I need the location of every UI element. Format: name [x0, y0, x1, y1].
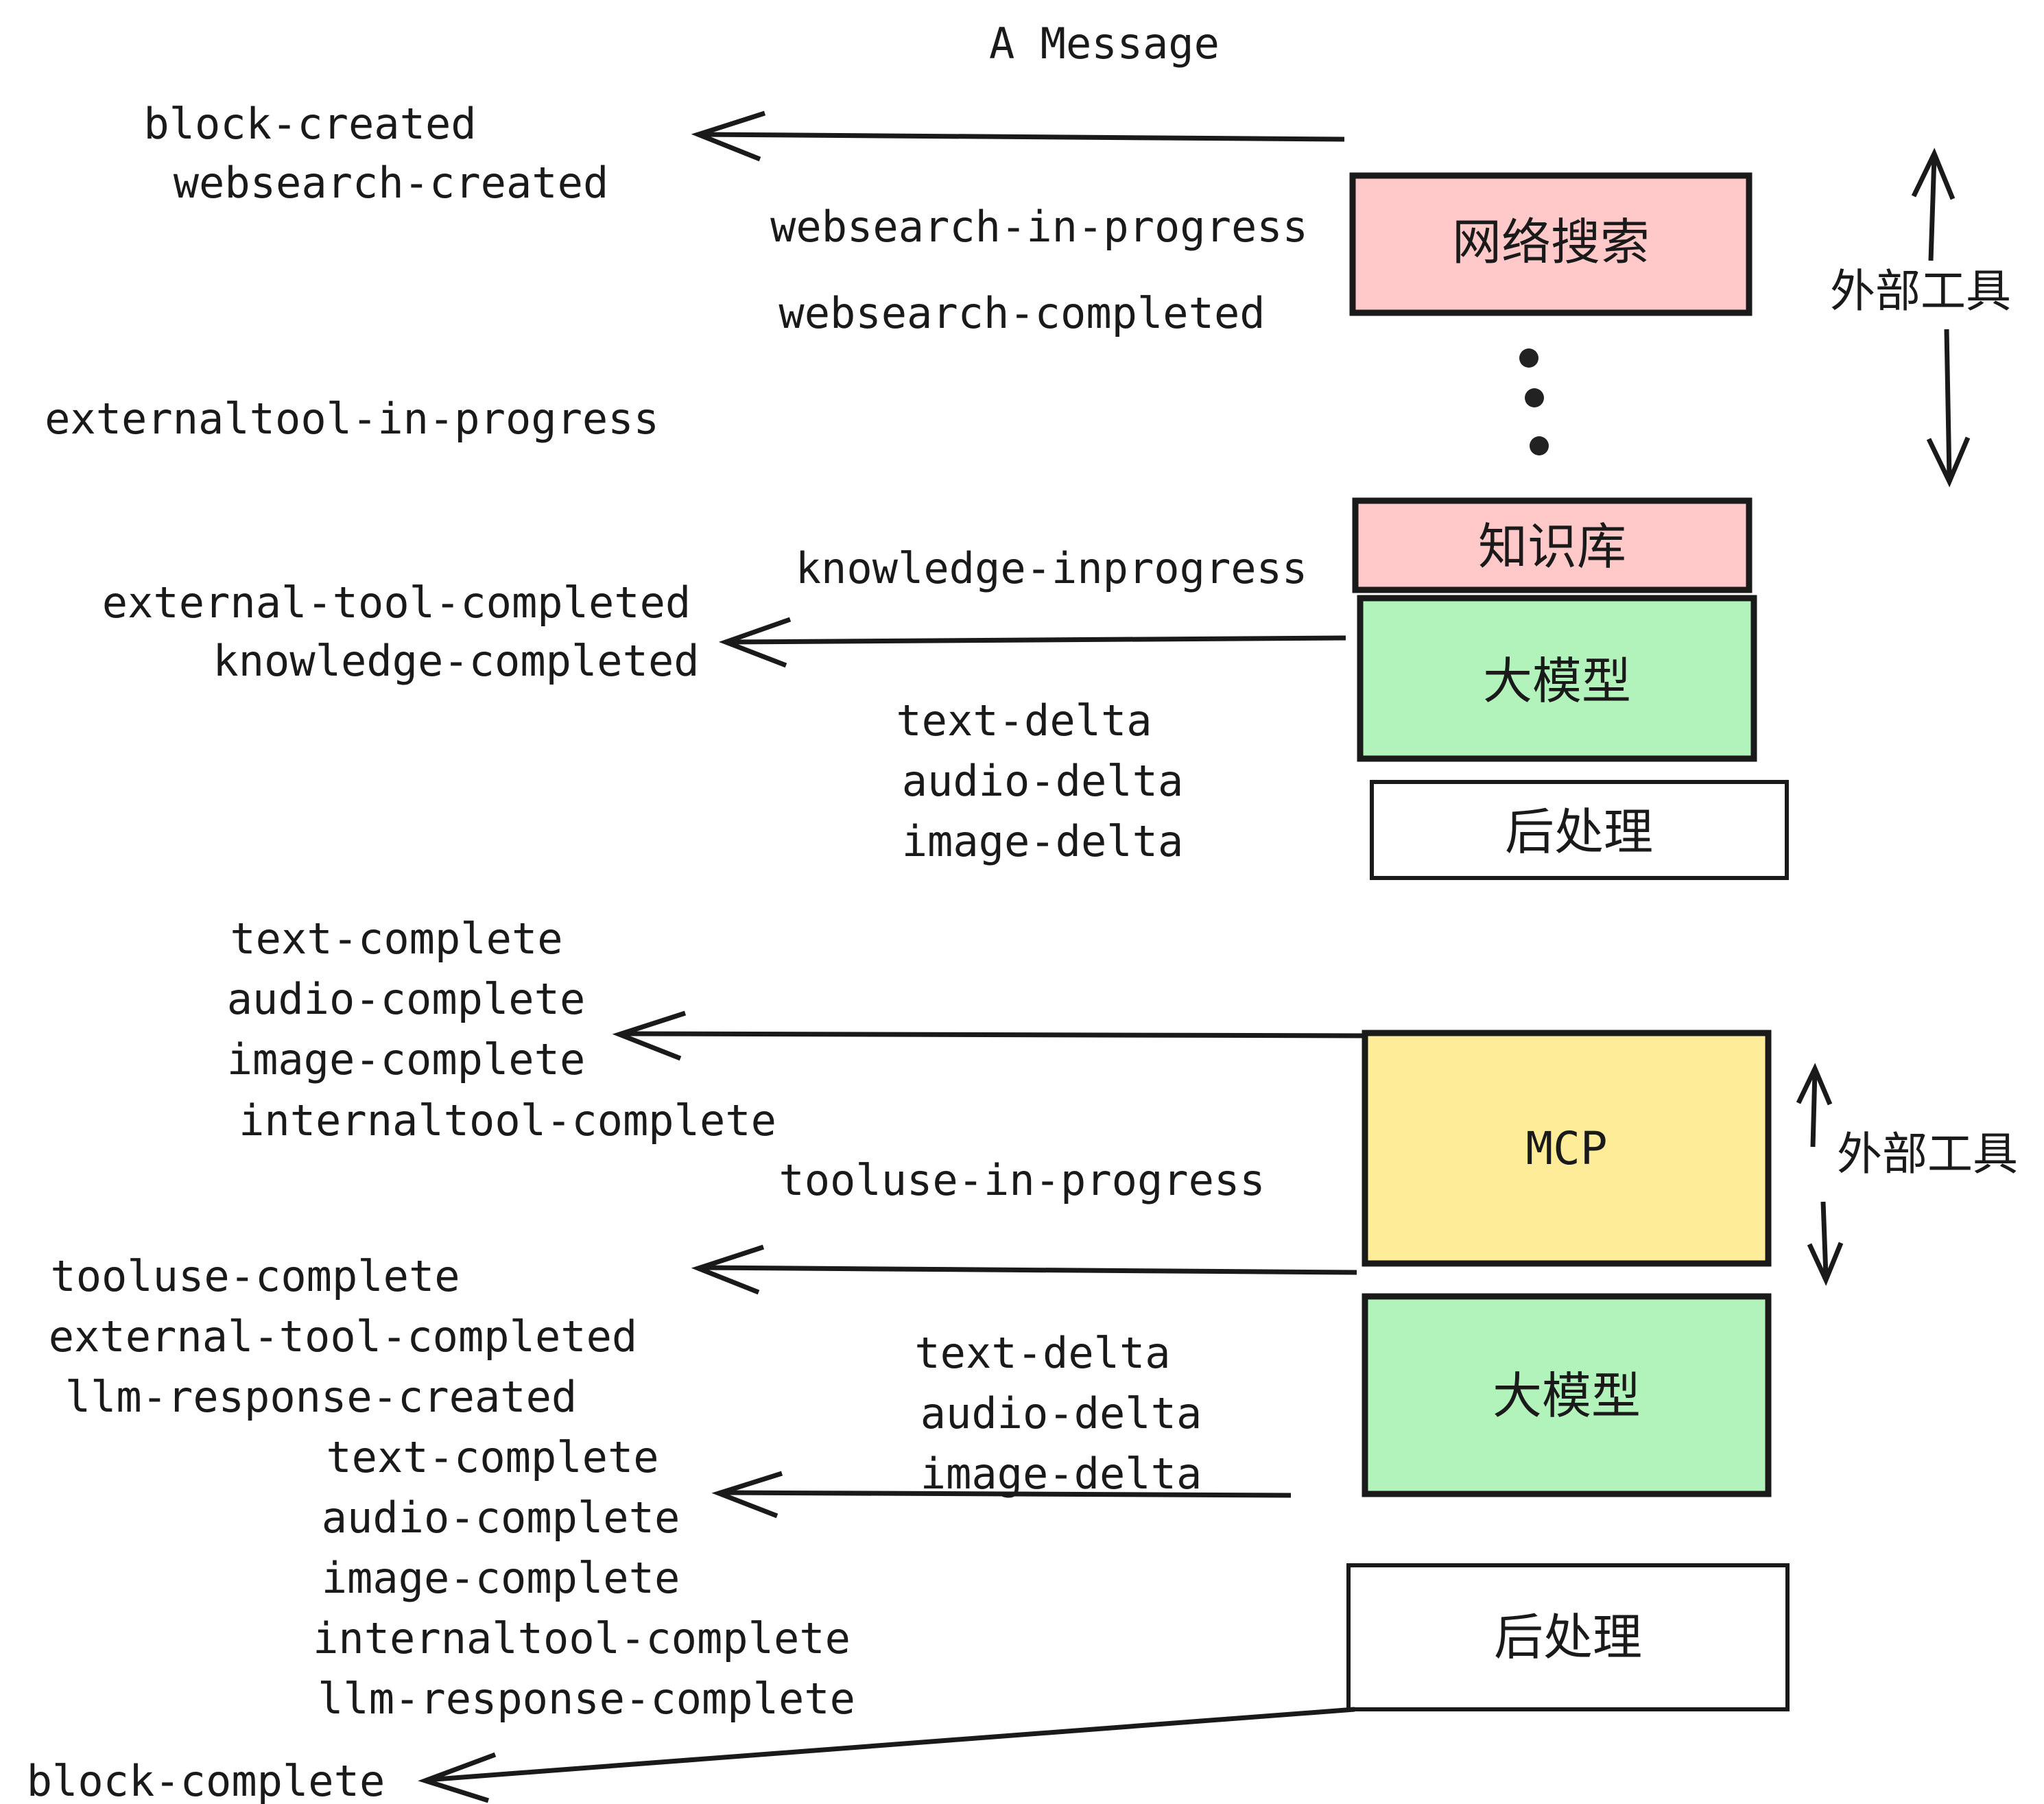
ellipsis-dot-3: [1530, 436, 1549, 455]
node-postprocess-1[interactable]: [1370, 780, 1789, 880]
event-image-delta-1: image-delta: [902, 816, 1184, 866]
event-internaltool-complete-1: internaltool-complete: [239, 1095, 776, 1146]
node-websearch[interactable]: [1349, 172, 1752, 316]
event-knowledge-completed: knowledge-completed: [213, 636, 699, 686]
event-image-delta-2: image-delta: [920, 1449, 1202, 1499]
flow-arrow-websearch-to-events: [691, 110, 1345, 162]
external-tool-bottom-label: 外部工具: [1837, 1128, 2018, 1180]
node-websearch-label: 网络搜索: [1452, 213, 1650, 271]
node-llm-2-label: 大模型: [1493, 1367, 1641, 1425]
external-tool-top-arrow: [1911, 147, 1971, 488]
event-llm-response-complete: llm-response-complete: [318, 1674, 855, 1724]
flow-arrow-postprocess2-to-block-complete: [418, 1707, 1355, 1803]
node-llm-1-label: 大模型: [1483, 652, 1631, 710]
node-knowledgebase[interactable]: [1352, 497, 1752, 593]
event-text-complete-2: text-complete: [326, 1432, 658, 1482]
flow-arrow-postprocess1-to-events: [612, 1010, 1366, 1061]
event-external-tool-completed-1: external-tool-completed: [102, 578, 691, 628]
event-audio-complete-2: audio-complete: [322, 1493, 680, 1543]
event-knowledge-inprogress: knowledge-inprogress: [796, 543, 1308, 593]
node-postprocess-1-label: 后处理: [1505, 803, 1653, 861]
external-tool-top-label: 外部工具: [1830, 265, 2011, 318]
event-websearch-in-progress: websearch-in-progress: [770, 202, 1308, 252]
event-block-created: block-created: [143, 99, 476, 149]
event-text-delta-1: text-delta: [896, 696, 1152, 746]
event-audio-delta-2: audio-delta: [920, 1388, 1202, 1438]
event-websearch-completed: websearch-completed: [779, 288, 1265, 338]
node-postprocess-2-label: 后处理: [1494, 1609, 1642, 1666]
event-audio-delta-1: audio-delta: [902, 756, 1184, 806]
node-llm-2[interactable]: [1362, 1293, 1772, 1497]
event-text-delta-2: text-delta: [914, 1328, 1170, 1378]
event-llm-response-created: llm-response-created: [65, 1372, 578, 1422]
flow-arrow-llm2-to-events: [711, 1471, 1292, 1519]
node-mcp-label: MCP: [1525, 1122, 1607, 1175]
page-title: A Message: [989, 19, 1220, 69]
event-tooluse-in-progress: tooluse-in-progress: [779, 1155, 1265, 1205]
event-audio-complete-1: audio-complete: [227, 974, 586, 1024]
external-tool-bottom-arrow: [1796, 1063, 1844, 1286]
event-external-tool-completed-2: external-tool-completed: [49, 1312, 638, 1362]
flow-arrow-knowledge-to-events: [718, 617, 1346, 668]
vertical-ellipsis: [1519, 348, 1549, 455]
event-externaltool-in-progress: externaltool-in-progress: [45, 394, 659, 444]
node-llm-1[interactable]: [1357, 595, 1757, 762]
event-image-complete-2: image-complete: [322, 1553, 680, 1603]
event-websearch-created: websearch-created: [174, 158, 609, 208]
event-text-complete-1: text-complete: [230, 914, 562, 964]
node-postprocess-2[interactable]: [1346, 1563, 1790, 1711]
ellipsis-dot-2: [1525, 388, 1544, 407]
node-mcp[interactable]: [1362, 1030, 1772, 1267]
event-tooluse-complete: tooluse-complete: [50, 1251, 460, 1301]
event-internaltool-complete-2: internaltool-complete: [313, 1613, 851, 1663]
event-image-complete-1: image-complete: [227, 1034, 586, 1084]
node-knowledgebase-label: 知识库: [1478, 518, 1626, 575]
event-block-complete: block-complete: [27, 1756, 385, 1804]
ellipsis-dot-1: [1519, 348, 1538, 368]
flow-arrow-mcp-to-events: [691, 1244, 1357, 1295]
